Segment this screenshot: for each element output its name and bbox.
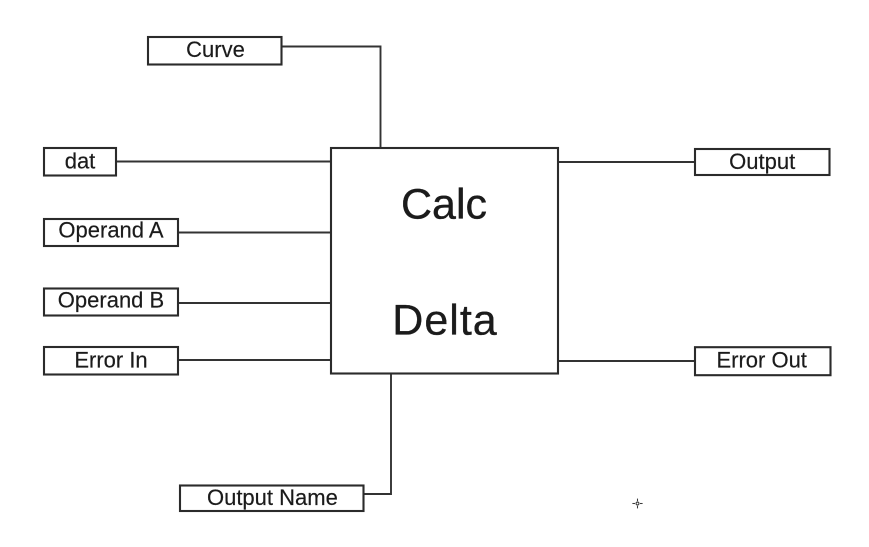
svg-text:Error Out: Error Out [716, 348, 806, 373]
svg-text:Output Name: Output Name [207, 485, 338, 510]
svg-text:Delta: Delta [392, 296, 497, 344]
svg-text:Operand A: Operand A [58, 218, 164, 243]
svg-text:Operand B: Operand B [58, 288, 164, 313]
svg-text:Output: Output [729, 149, 795, 174]
svg-text:Curve: Curve [186, 37, 245, 62]
svg-text:Calc: Calc [401, 180, 487, 228]
svg-text:dat: dat [65, 149, 96, 174]
svg-text:Error In: Error In [74, 348, 147, 373]
